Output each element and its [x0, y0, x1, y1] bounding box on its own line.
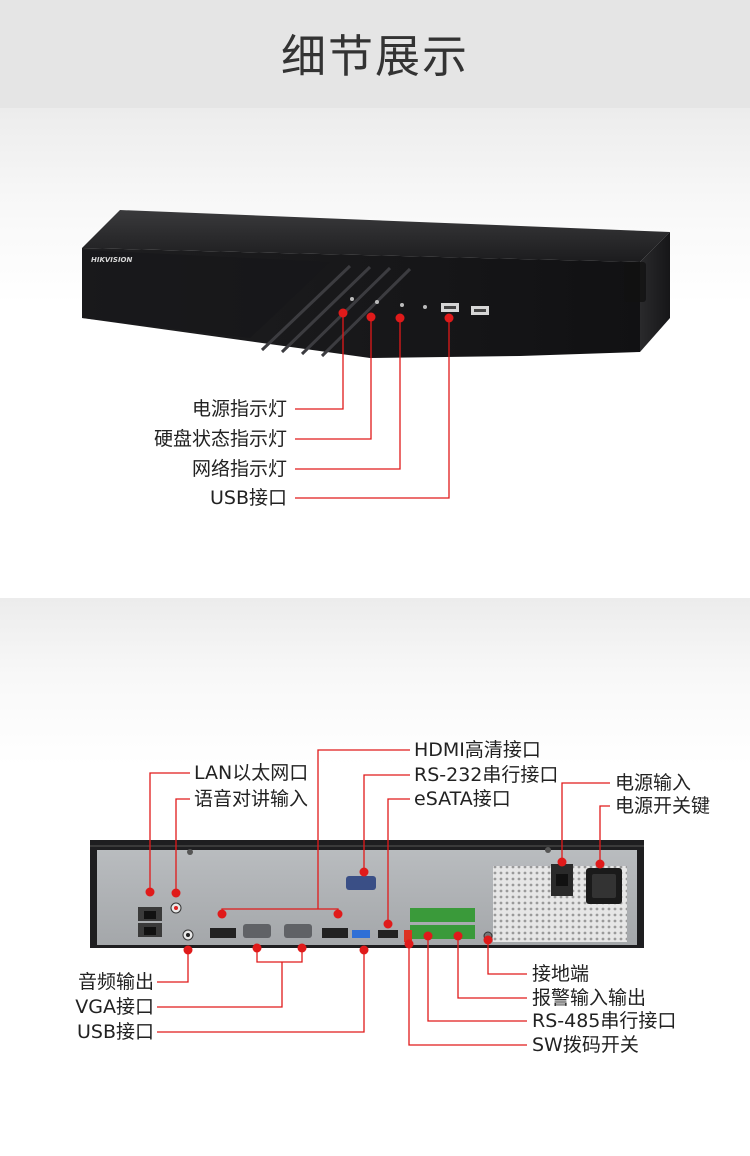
- label-esata: eSATA接口: [414, 788, 511, 810]
- label-power-led: 电源指示灯: [191, 398, 287, 420]
- marker-network-led: [395, 313, 405, 323]
- label-alarm: 报警输入输出: [532, 987, 647, 1009]
- label-rs232: RS-232串行接口: [414, 764, 559, 786]
- label-power-switch: 电源开关键: [615, 795, 711, 817]
- label-rs485: RS-485串行接口: [532, 1010, 677, 1032]
- marker-vga-2: [252, 943, 262, 953]
- front-leaders: [295, 313, 450, 499]
- marker-rs485: [423, 931, 433, 941]
- label-hdmi: HDMI高清接口: [414, 739, 541, 761]
- label-audio-in: 语音对讲输入: [194, 788, 309, 810]
- marker-ground: [483, 935, 493, 945]
- marker-alarm: [453, 931, 463, 941]
- header-banner: 细节展示: [0, 0, 750, 108]
- label-rear-usb: USB接口: [76, 1021, 154, 1043]
- label-audio-out: 音频输出: [77, 971, 154, 993]
- marker-power-in: [557, 857, 567, 867]
- label-ground: 接地端: [532, 963, 590, 985]
- marker-rs232: [359, 867, 369, 877]
- marker-power-switch: [595, 859, 605, 869]
- marker-vga-1: [297, 943, 307, 953]
- label-sw: SW拨码开关: [532, 1034, 639, 1056]
- marker-front-usb: [444, 313, 454, 323]
- brand-logo: HIKVISION: [91, 256, 133, 264]
- label-vga: VGA接口: [75, 996, 154, 1018]
- label-hdd-led: 硬盘状态指示灯: [153, 428, 287, 450]
- rear-device: [90, 840, 644, 948]
- label-front-usb: USB接口: [209, 487, 287, 509]
- marker-esata: [383, 919, 393, 929]
- marker-hdmi-2: [217, 909, 227, 919]
- marker-hdd-led: [366, 312, 376, 322]
- rear-leaders: [149, 749, 610, 1046]
- marker-power-led: [338, 308, 348, 318]
- marker-sw: [404, 939, 414, 949]
- page-title: 细节展示: [280, 30, 469, 83]
- marker-audio-in: [171, 888, 181, 898]
- label-network-led: 网络指示灯: [191, 458, 287, 480]
- label-lan: LAN以太网口: [194, 762, 309, 784]
- label-power-in: 电源输入: [615, 772, 692, 794]
- marker-audio-out: [183, 945, 193, 955]
- marker-hdmi-1: [333, 909, 343, 919]
- marker-lan: [145, 887, 155, 897]
- front-device: [82, 210, 670, 358]
- marker-rear-usb: [359, 945, 369, 955]
